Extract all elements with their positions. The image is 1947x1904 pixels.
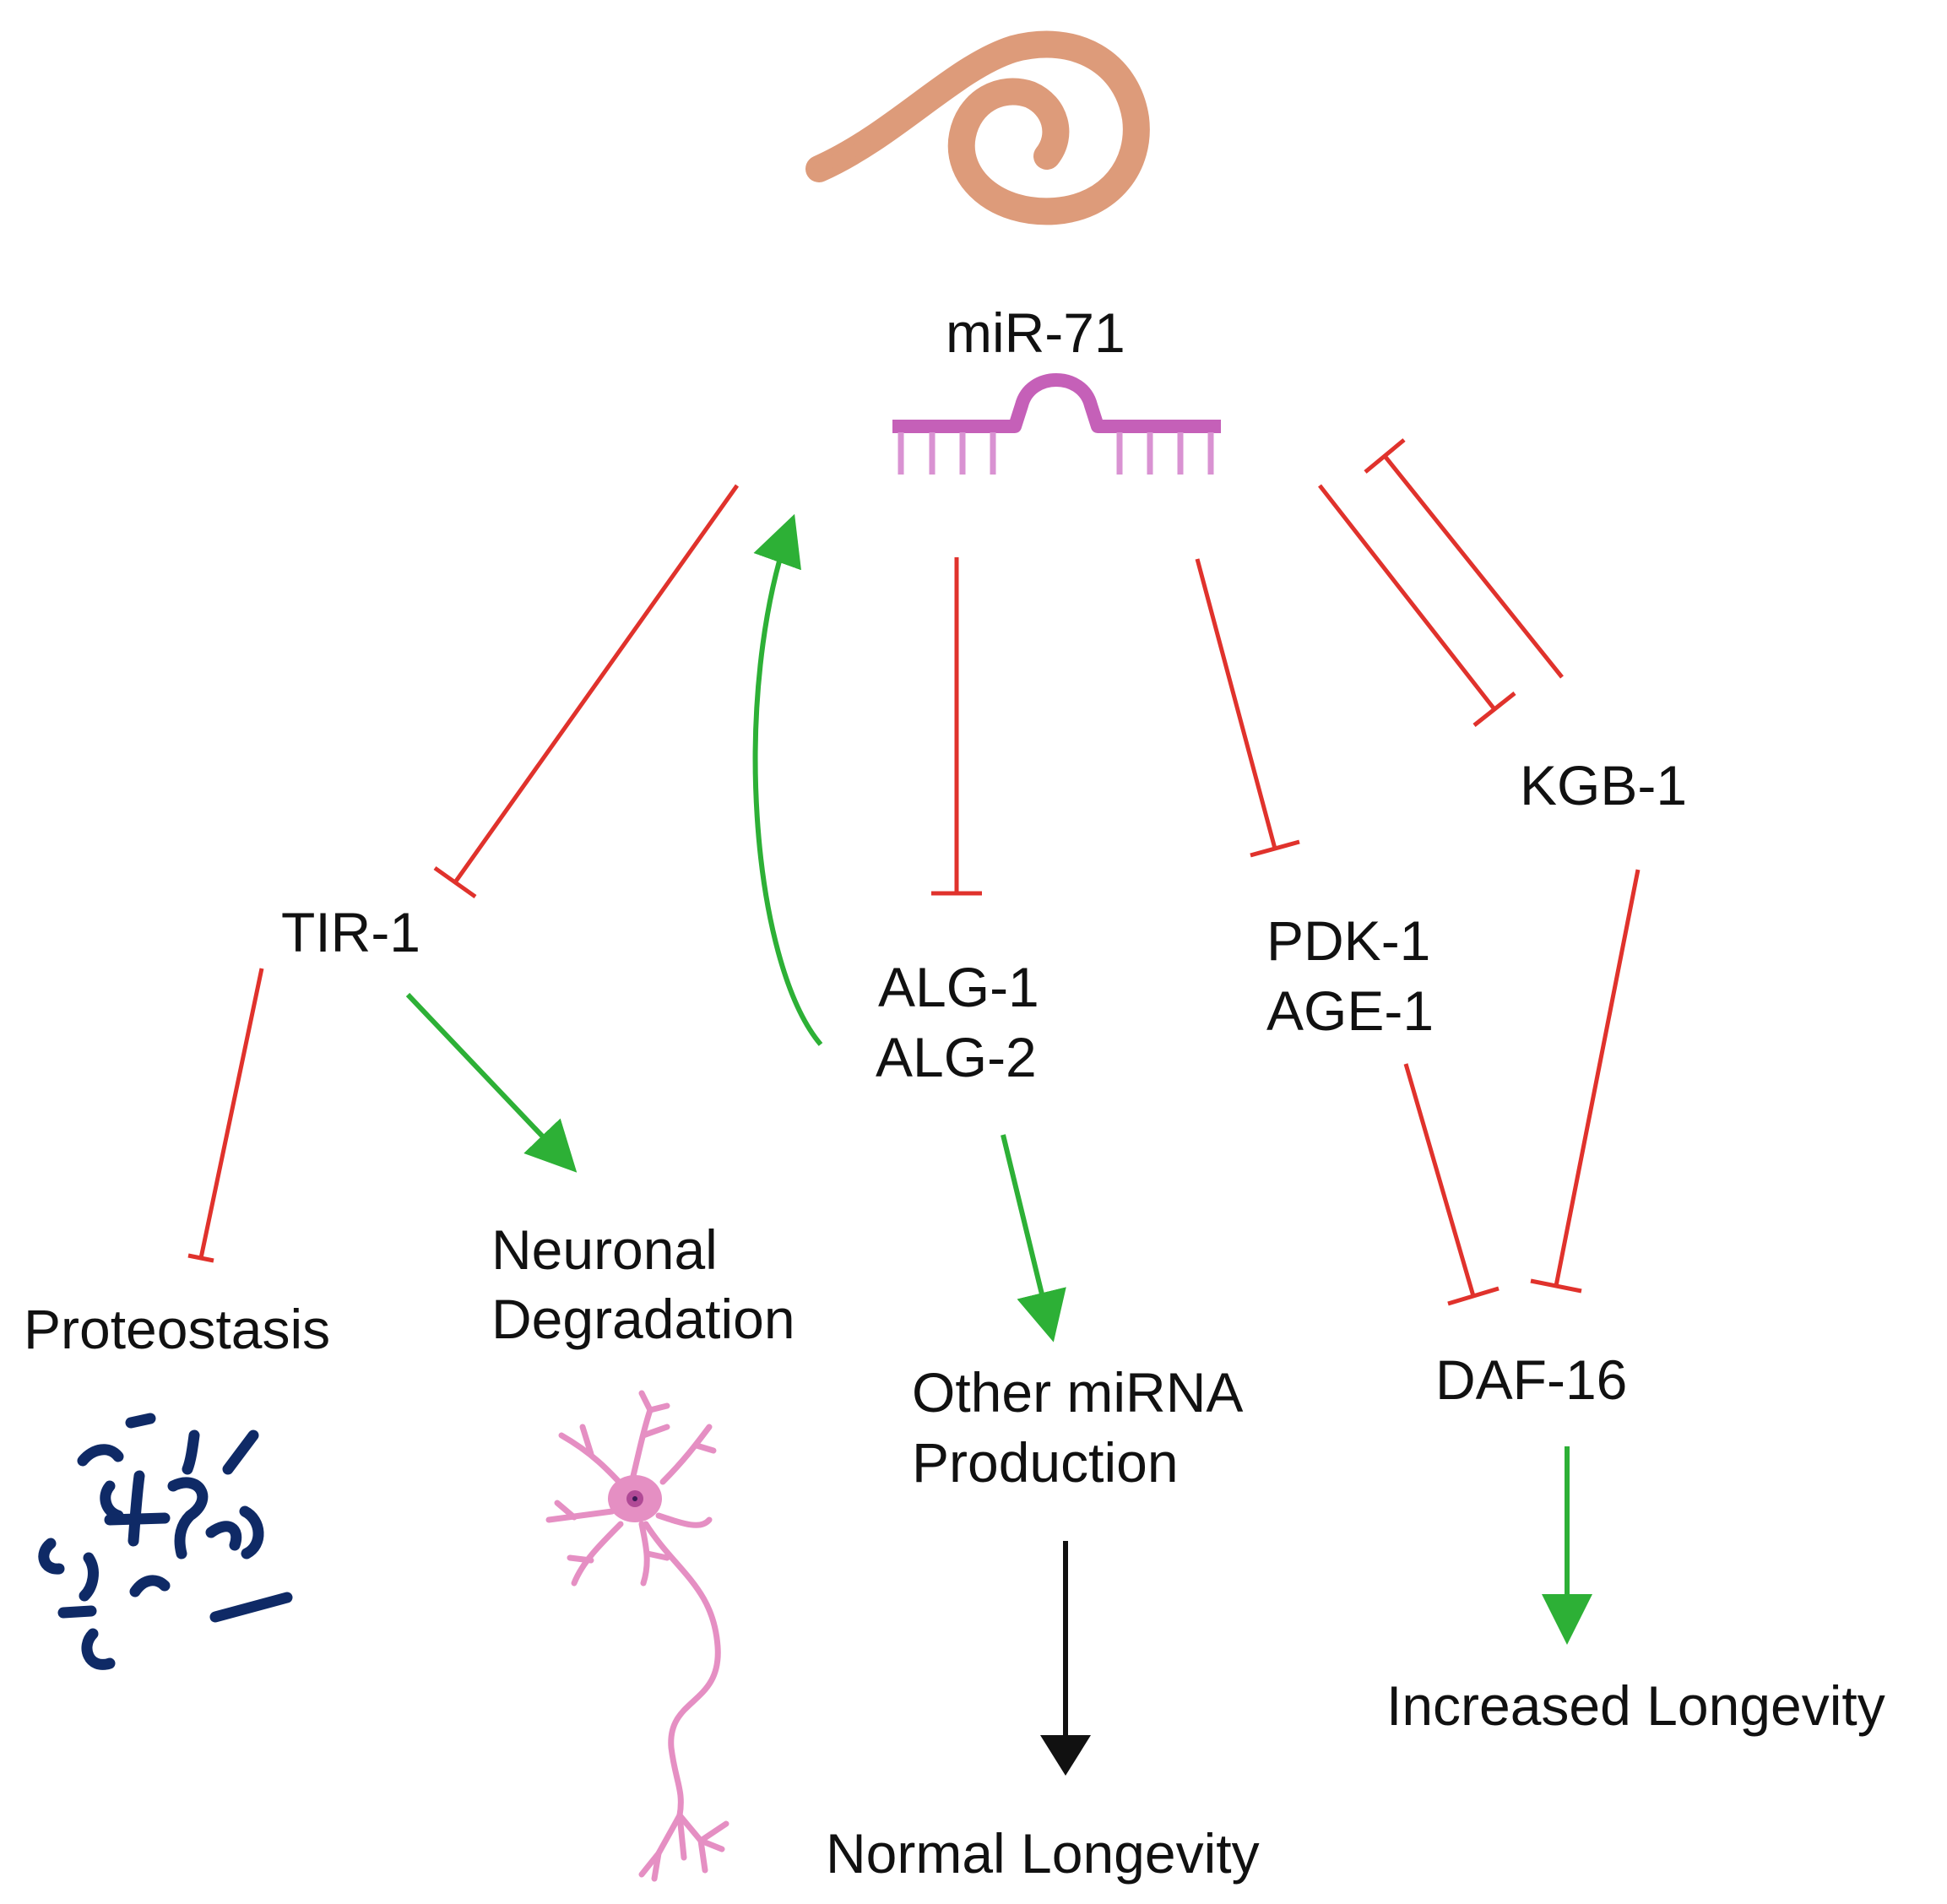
edge-tir1-proteostasis xyxy=(187,968,264,1263)
daf16-label: DAF-16 xyxy=(1435,1348,1627,1411)
proteostasis-label: Proteostasis xyxy=(24,1298,330,1360)
edge-mir71-pdk xyxy=(1195,558,1300,858)
edge-alg-mir71 xyxy=(752,513,823,1046)
protein-aggregate-icon xyxy=(38,1413,293,1670)
edge-kgb1-daf16 xyxy=(1530,869,1641,1294)
kgb1-label: KGB-1 xyxy=(1520,754,1687,816)
mirna-hairpin-icon xyxy=(892,373,1221,475)
alg2-label: ALG-2 xyxy=(876,1026,1037,1088)
neuron-icon xyxy=(545,1390,729,1882)
degradation-label: Degradation xyxy=(491,1288,795,1350)
edge-mir71-tir1 xyxy=(433,484,740,899)
edge-mir71-alg xyxy=(931,557,982,896)
alg1-label: ALG-1 xyxy=(878,956,1039,1018)
other-mirna-label: Other miRNA xyxy=(912,1361,1243,1424)
neuronal-label: Neuronal xyxy=(491,1218,718,1281)
pdk1-label: PDK-1 xyxy=(1266,909,1430,972)
mir71-label: miR-71 xyxy=(946,301,1125,364)
edge-kgb1-mir71 xyxy=(1364,438,1564,679)
increased-longevity-label: Increased Longevity xyxy=(1386,1674,1885,1737)
edge-tir1-neuronal xyxy=(405,992,578,1173)
normal-longevity-label: Normal Longevity xyxy=(826,1822,1260,1885)
age1-label: AGE-1 xyxy=(1266,979,1434,1042)
tir1-label: TIR-1 xyxy=(281,901,420,963)
edge-mir71-kgb1 xyxy=(1318,484,1516,727)
worm-icon xyxy=(805,30,1150,225)
edge-alg-other xyxy=(1001,1134,1066,1343)
edge-pdk-daf16 xyxy=(1403,1063,1500,1306)
production-label: Production xyxy=(912,1431,1179,1494)
